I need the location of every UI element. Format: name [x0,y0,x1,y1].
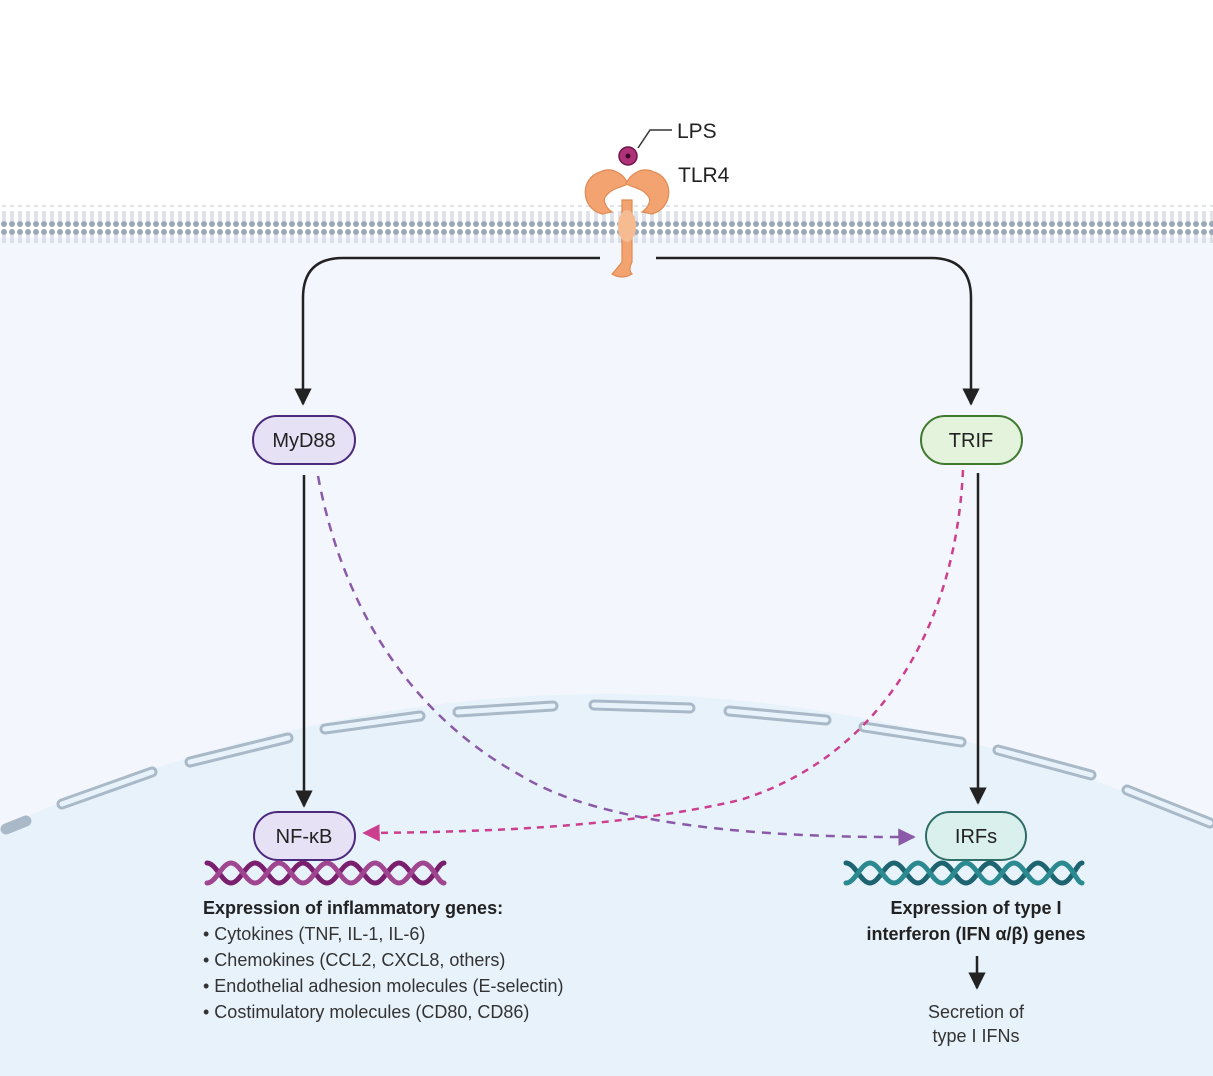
trif-node: TRIF [920,415,1023,465]
irfs-label: IRFs [955,826,997,848]
ifn-genes-title-line2: interferon (IFN α/β) genes [866,924,1085,944]
arrow-myd88-to-irfs [316,475,916,846]
lps-leader-line [637,129,672,149]
arrow-tlr4-to-trif [656,256,980,406]
arrow-tlr4-to-myd88 [294,256,600,406]
irfs-node: IRFs [925,811,1027,861]
gene-list-item: • Cytokines (TNF, IL-1, IL-6) [203,924,425,944]
gene-list-item: • Chemokines (CCL2, CXCL8, others) [203,950,505,970]
myd88-label: MyD88 [272,430,335,452]
dna-helix-right-icon [843,860,1085,886]
nfkb-label: NF-κB [276,826,333,848]
gene-list-item: • Endothelial adhesion molecules (E-sele… [203,976,564,996]
gene-list-item: • Costimulatory molecules (CD80, CD86) [203,1002,529,1022]
inflammatory-genes-title: Expression of inflammatory genes: [203,898,503,918]
lps-label: LPS [677,120,717,143]
dna-helix-left-icon [204,860,447,886]
arrow-trif-to-nfkb [362,469,965,842]
secretion-line1: Secretion of [928,1002,1025,1022]
myd88-node: MyD88 [252,415,356,465]
secretion-line2: type I IFNs [932,1026,1019,1046]
tlr4-label: TLR4 [678,164,730,187]
trif-label: TRIF [949,430,993,452]
ifn-genes-title-line1: Expression of type I [890,898,1061,918]
nfkb-node: NF-κB [253,811,356,861]
tlr4-receptor-icon [584,169,670,278]
